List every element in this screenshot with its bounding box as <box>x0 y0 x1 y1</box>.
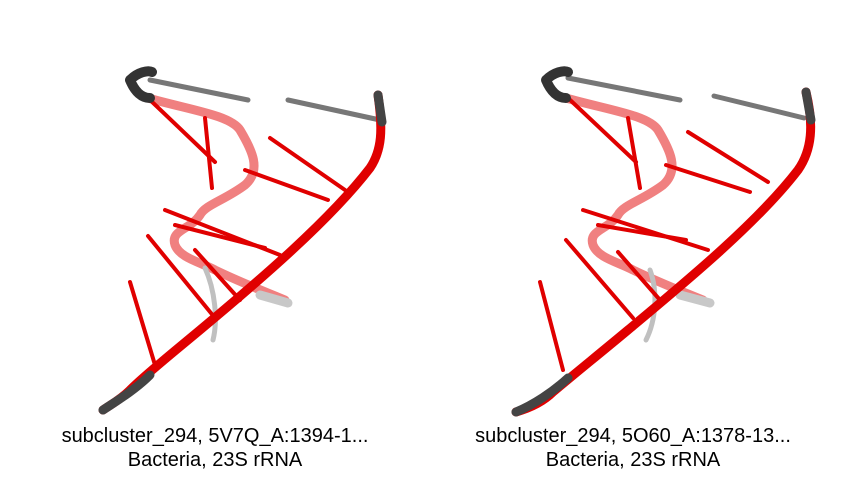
back-strand <box>143 93 293 343</box>
structure-caption-left: subcluster_294, 5V7Q_A:1394-1... Bacteri… <box>0 424 430 472</box>
structure-panel-right: subcluster_294, 5O60_A:1378-13... Bacter… <box>418 0 848 480</box>
base-rungs <box>128 96 347 367</box>
structure-panel-left: subcluster_294, 5V7Q_A:1394-1... Bacteri… <box>0 66 430 472</box>
structure-title: subcluster_294, 5V7Q_A:1394-1... <box>61 425 369 447</box>
top-rods <box>565 75 807 121</box>
top-rods <box>147 77 383 123</box>
base-rungs <box>538 96 770 372</box>
structure-subtitle: Bacteria, 23S rRNA <box>127 449 303 471</box>
structure-subtitle: Bacteria, 23S rRNA <box>545 449 721 471</box>
rna-structure-render-left <box>98 66 387 415</box>
structure-title: subcluster_294, 5O60_A:1378-13... <box>475 425 791 447</box>
rna-structure-render-right <box>511 66 816 417</box>
front-strand <box>511 66 816 417</box>
front-strand <box>98 66 387 415</box>
structure-caption-right: subcluster_294, 5O60_A:1378-13... Bacter… <box>418 424 848 472</box>
